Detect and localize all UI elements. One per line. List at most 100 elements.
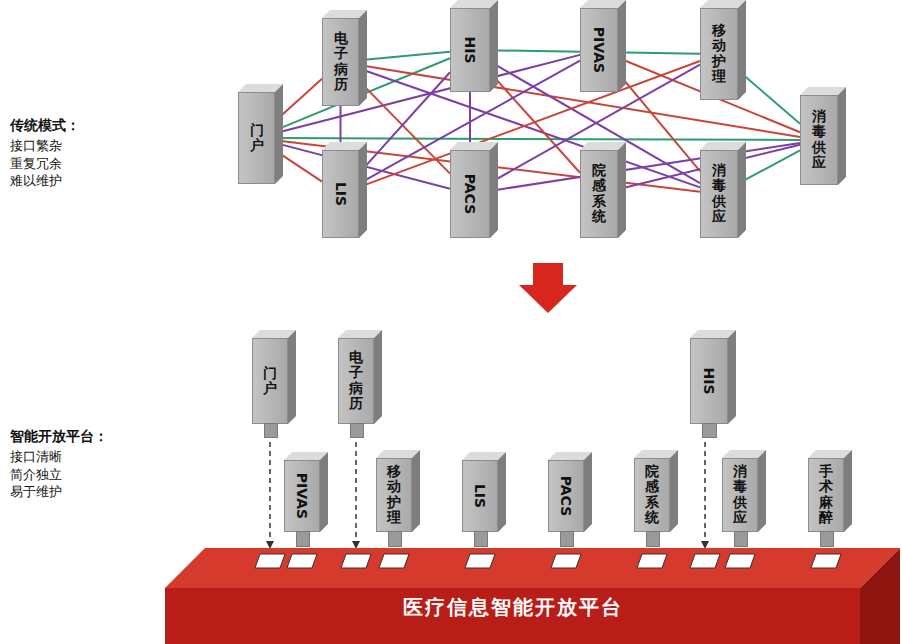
- box-side-face: [359, 142, 367, 238]
- box-connector-neck: [560, 531, 574, 547]
- platform-slot: [690, 554, 720, 568]
- connector-line: [355, 424, 357, 548]
- down-arrow: [519, 263, 577, 313]
- system-box: 院感系统: [580, 150, 618, 238]
- platform-front: [165, 588, 860, 644]
- system-name: 院感系统: [592, 163, 606, 225]
- box-connector-neck: [734, 531, 748, 547]
- system-box: 消毒供应: [800, 95, 838, 185]
- box-connector-neck: [388, 531, 402, 547]
- box-side-face: [490, 0, 498, 92]
- platform-side: [860, 548, 900, 644]
- box-connector-neck: [702, 423, 717, 438]
- system-box: 移动护理: [376, 458, 412, 532]
- box-side-face: [490, 142, 498, 238]
- system-box: PIVAS: [284, 460, 320, 532]
- system-name: HIS: [462, 36, 478, 63]
- box-top-face: [690, 330, 736, 338]
- system-name: 电子病历: [349, 350, 363, 412]
- connector-line: [359, 68, 700, 187]
- box-side-face: [758, 450, 766, 532]
- system-box: 消毒供应: [700, 150, 738, 238]
- box-connector-neck: [264, 423, 278, 438]
- system-name: 院感系统: [645, 464, 659, 526]
- box-side-face: [320, 452, 328, 532]
- system-box: 电子病历: [338, 338, 374, 424]
- system-box: PIVAS: [580, 8, 618, 92]
- box-side-face: [738, 142, 746, 238]
- system-name: 消毒供应: [733, 464, 747, 526]
- system-name: 移动护理: [387, 464, 401, 526]
- system-name: PACS: [558, 476, 574, 516]
- box-top-face: [450, 142, 498, 150]
- section-heading: 传统模式：: [10, 117, 80, 135]
- system-box: HIS: [690, 338, 728, 424]
- system-box: 移动护理: [700, 8, 738, 100]
- platform-top: [165, 548, 900, 588]
- platform-label: 医疗信息智能开放平台: [165, 594, 860, 621]
- platform-slot: [551, 554, 581, 568]
- platform-band: 医疗信息智能开放平台: [165, 548, 900, 644]
- platform-slot: [811, 554, 841, 568]
- platform-slot: [637, 554, 667, 568]
- box-side-face: [838, 87, 846, 185]
- box-side-face: [728, 330, 736, 424]
- box-side-face: [618, 142, 626, 238]
- box-top-face: [700, 142, 746, 150]
- system-box: PACS: [548, 460, 584, 532]
- system-name: 消毒供应: [812, 109, 826, 171]
- box-side-face: [374, 330, 382, 424]
- box-connector-neck: [820, 531, 834, 547]
- system-name: LIS: [472, 484, 488, 508]
- box-connector-neck: [296, 531, 310, 547]
- section-heading: 智能开放平台：: [10, 428, 108, 446]
- system-box: HIS: [450, 8, 490, 92]
- box-top-face: [580, 0, 626, 8]
- box-top-face: [450, 0, 498, 8]
- box-top-face: [700, 0, 746, 8]
- system-name: PIVAS: [591, 27, 607, 73]
- box-side-face: [618, 0, 626, 92]
- box-top-face: [580, 142, 626, 150]
- system-name: LIS: [333, 182, 349, 206]
- box-top-face: [800, 87, 846, 95]
- system-name: 电子病历: [334, 31, 348, 93]
- connector-line: [704, 424, 706, 548]
- connector-line: [359, 61, 700, 187]
- connector-line: [275, 138, 800, 140]
- connector-line: [738, 70, 800, 123]
- system-box: 电子病历: [322, 18, 359, 106]
- box-side-face: [670, 450, 678, 532]
- box-side-face: [359, 10, 367, 106]
- platform-slot: [465, 554, 495, 568]
- connector-line: [359, 52, 450, 60]
- platform-slot: [725, 554, 755, 568]
- platform-slot: [379, 554, 409, 568]
- system-name: 消毒供应: [712, 163, 726, 225]
- connector-line: [269, 424, 271, 548]
- box-side-face: [584, 452, 592, 532]
- system-box: 消毒供应: [722, 458, 758, 532]
- box-connector-neck: [474, 531, 488, 547]
- connector-line: [490, 143, 800, 191]
- system-name: PACS: [462, 174, 478, 214]
- box-connector-neck: [350, 423, 364, 438]
- box-side-face: [844, 450, 852, 532]
- box-side-face: [288, 330, 296, 424]
- section-note: 接口繁杂 重复冗余 难以维护: [10, 137, 70, 190]
- box-side-face: [498, 452, 506, 532]
- box-connector-neck: [646, 531, 660, 547]
- system-box: 门户: [252, 338, 288, 424]
- system-name: 移动护理: [712, 23, 726, 85]
- system-box: LIS: [322, 150, 359, 238]
- system-box: 门户: [238, 92, 275, 184]
- system-box: 手术麻醉: [808, 458, 844, 532]
- system-name: HIS: [701, 367, 717, 394]
- system-name: 门户: [263, 366, 277, 397]
- system-box: LIS: [462, 460, 498, 532]
- platform-slot: [255, 554, 285, 568]
- platform-slot: [341, 554, 371, 568]
- system-name: 门户: [250, 123, 264, 154]
